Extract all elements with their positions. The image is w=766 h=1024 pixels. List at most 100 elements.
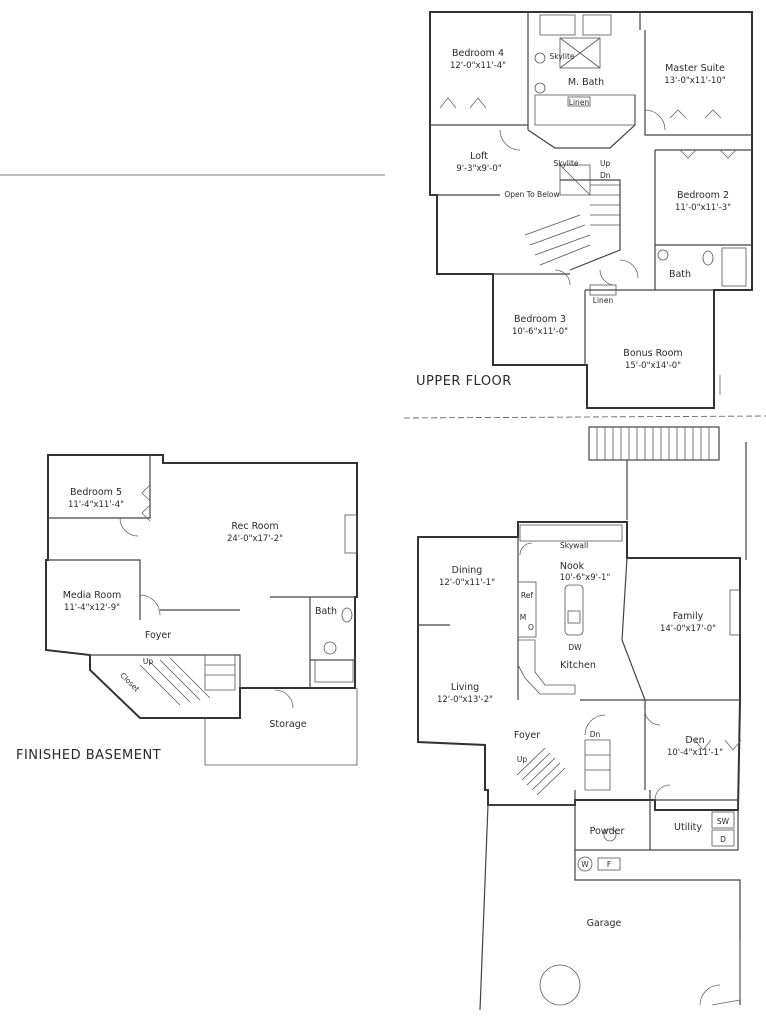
skylight-icon	[559, 37, 601, 69]
linen-closet	[567, 96, 591, 107]
family-size: 14'-0"x17'-0"	[660, 624, 716, 634]
vanity-counter	[534, 94, 636, 126]
kitchen-counters	[517, 524, 623, 695]
master-suite-label: Master Suite	[665, 63, 725, 74]
family-label: Family	[673, 611, 704, 622]
garage-label: Garage	[587, 918, 622, 929]
toilet-icon	[702, 250, 714, 266]
upper-stairs	[524, 164, 620, 266]
door-swings	[119, 484, 294, 709]
deck-boards	[596, 427, 710, 460]
closet-doors	[439, 97, 737, 395]
basement-stairs-up-label: Up	[143, 657, 153, 666]
water-heater-label: W	[581, 860, 589, 869]
basement-title: FINISHED BASEMENT	[16, 748, 161, 763]
loft-label: Loft	[470, 151, 488, 162]
nook-label: Nook	[560, 561, 585, 572]
sink-icon	[534, 82, 546, 94]
divider-line	[403, 415, 766, 419]
bedroom3-label: Bedroom 3	[514, 314, 566, 325]
living-label: Living	[451, 682, 479, 693]
main-floor-outline	[417, 521, 741, 811]
door-swings	[499, 109, 666, 286]
bedroom2-size: 11'-0"x11'-3"	[675, 203, 731, 213]
refrigerator-label: Ref	[521, 591, 533, 600]
bathtub-icon	[721, 247, 747, 287]
bedroom5-size: 11'-4"x11'-4"	[68, 500, 124, 510]
linen-label: Linen	[569, 98, 590, 107]
furnace-label: F	[607, 860, 611, 869]
washer-icon	[711, 811, 735, 829]
toilet-icon	[341, 607, 353, 623]
dishwasher-label: DW	[568, 643, 582, 652]
open-to-below-label: Open To Below	[504, 190, 559, 199]
sink-icon	[603, 828, 617, 842]
main-stairs	[516, 739, 611, 796]
rec-room-label: Rec Room	[231, 521, 278, 532]
deck-outline	[626, 442, 747, 560]
washer-label: SW	[717, 817, 730, 826]
dining-label: Dining	[452, 565, 483, 576]
utility-label: Utility	[674, 822, 702, 833]
skywall-label: Skywall	[560, 541, 588, 550]
water-heater-icon	[577, 856, 593, 872]
media-room-label: Media Room	[63, 590, 122, 601]
skylight-icon	[559, 37, 601, 69]
deck	[588, 426, 720, 461]
dryer-label: D	[720, 835, 726, 844]
dining-size: 12'-0"x11'-1"	[439, 578, 495, 588]
den-size: 10'-4"x11'-1"	[667, 748, 723, 758]
upper-floor-plan	[429, 11, 753, 409]
main-stairs-down-label: Dn	[590, 730, 601, 739]
media-room-size: 11'-4"x12'-9"	[64, 603, 120, 613]
skylite-label: Skylite	[550, 52, 575, 61]
door-swings	[519, 542, 742, 1006]
bonus-room-label: Bonus Room	[623, 348, 682, 359]
watermark-icon	[539, 964, 581, 1006]
upper-floor-title: UPPER FLOOR	[416, 374, 512, 389]
basement-foyer-label: Foyer	[145, 630, 171, 641]
master-suite-size: 13'-0"x11'-10"	[664, 76, 726, 86]
stairs-down-label: Dn	[600, 171, 611, 180]
interior-walls	[418, 537, 740, 1011]
linen-closet	[589, 284, 617, 296]
bedroom3-size: 10'-6"x11'-0"	[512, 327, 568, 337]
main-stairs-up-label: Up	[517, 755, 527, 764]
bedroom4-label: Bedroom 4	[452, 48, 504, 59]
storage-label: Storage	[269, 719, 306, 730]
linen-label: Linen	[593, 296, 614, 305]
sink-icon	[657, 249, 669, 261]
bathtub-icon	[539, 14, 576, 36]
skylite-label: Skylite	[554, 159, 579, 168]
powder-label: Powder	[590, 826, 625, 837]
basement-outline	[45, 454, 358, 719]
sink-icon	[323, 641, 337, 655]
storage-area	[204, 688, 358, 766]
interior-walls	[430, 12, 752, 365]
basement-plan	[45, 454, 358, 766]
den-label: Den	[685, 735, 704, 746]
furnace-icon	[597, 857, 621, 871]
upper-bath-label: Bath	[669, 269, 691, 280]
oven-label: O	[528, 623, 534, 632]
m-bath-label: M. Bath	[568, 77, 604, 88]
loft-size: 9'-3"x9'-0"	[456, 164, 501, 174]
rec-room-size: 24'-0"x17'-2"	[227, 534, 283, 544]
basement-stairs	[139, 654, 236, 706]
bedroom5-label: Bedroom 5	[70, 487, 122, 498]
kitchen-label: Kitchen	[560, 660, 596, 671]
basement-bath-label: Bath	[315, 606, 337, 617]
main-floor-plan	[417, 426, 747, 1011]
nook-size: 10'-6"x9'-1"	[560, 573, 611, 583]
main-foyer-label: Foyer	[514, 730, 540, 741]
closet-label: Closet	[118, 671, 141, 694]
bedroom4-size: 12'-0"x11'-4"	[450, 61, 506, 71]
microwave-label: M	[520, 613, 526, 622]
fireplace-icon	[344, 514, 358, 554]
shower-icon	[314, 659, 354, 683]
bedroom2-label: Bedroom 2	[677, 190, 729, 201]
bonus-room-size: 15'-0"x14'-0"	[625, 361, 681, 371]
fireplace-icon	[729, 589, 741, 636]
stairs-up-label: Up	[600, 159, 610, 168]
